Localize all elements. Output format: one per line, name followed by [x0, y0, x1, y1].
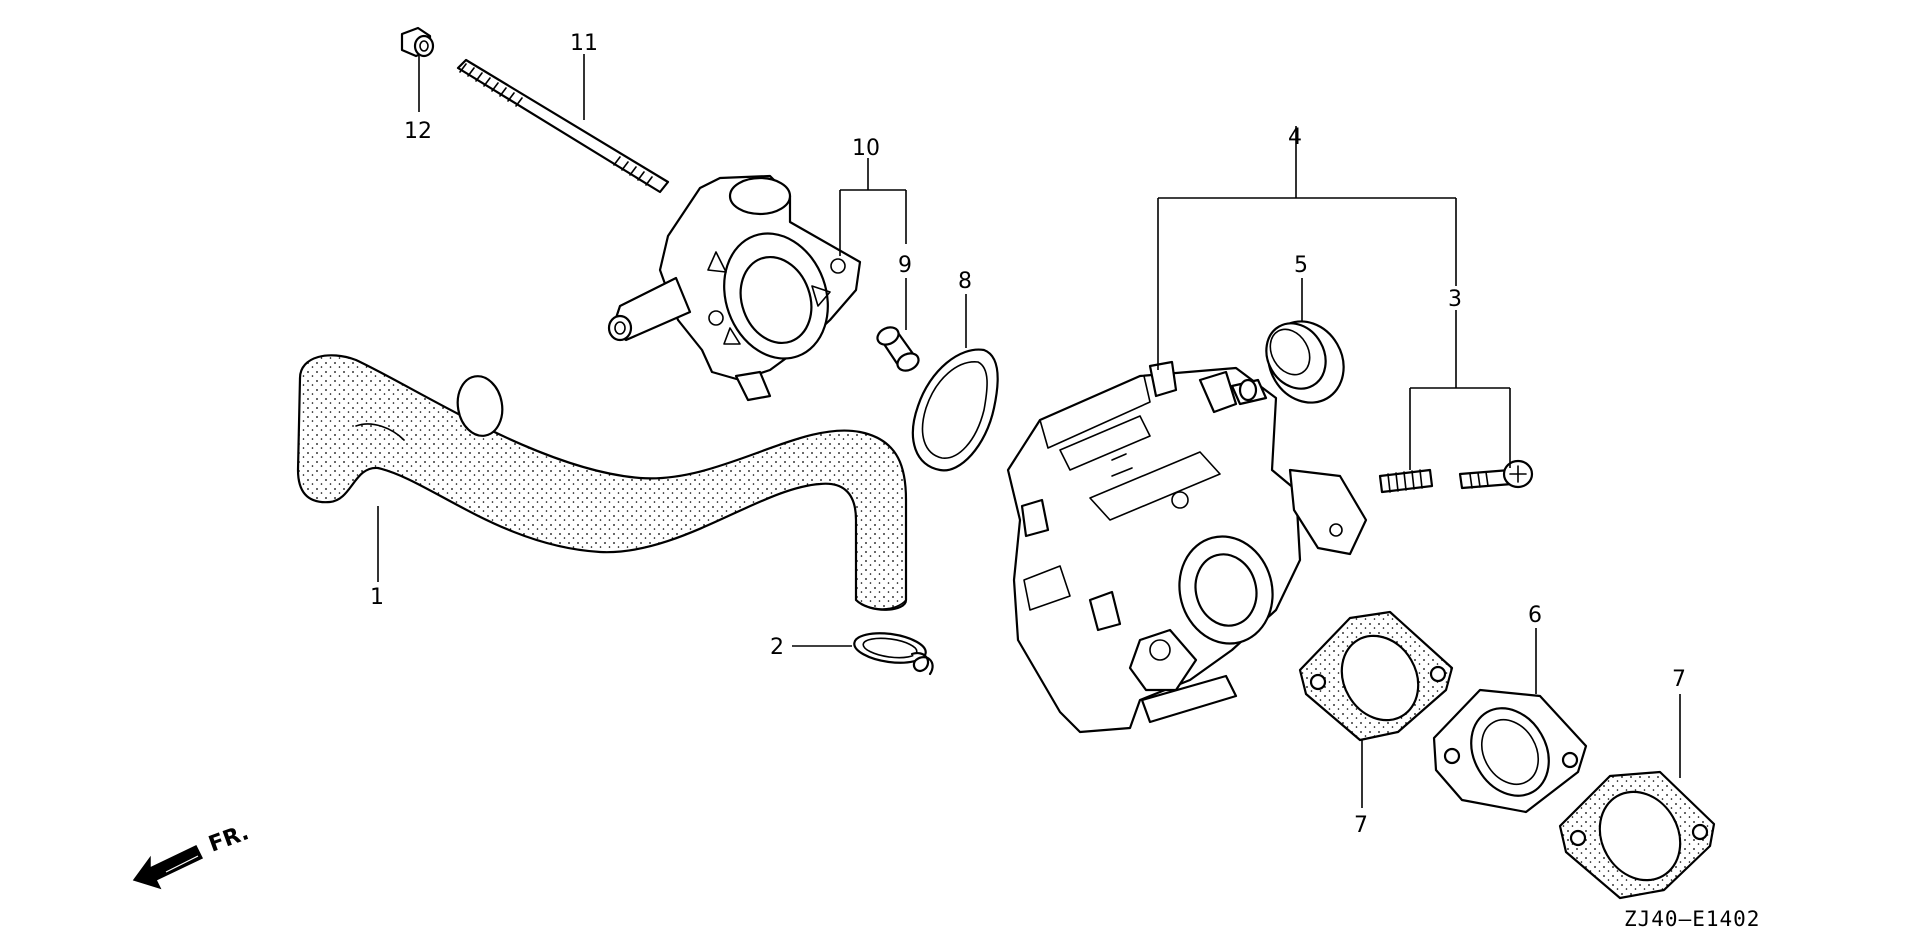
- outlet-gasket-part: [911, 348, 999, 472]
- callout-3: 3: [1448, 287, 1462, 312]
- front-direction-arrow: [132, 845, 205, 890]
- stud-bolt-part: [456, 58, 670, 194]
- insulator-part: [1432, 688, 1588, 814]
- callout-8: 8: [958, 269, 972, 294]
- direction-label: FR.: [206, 820, 253, 857]
- leader-lines: [377, 54, 1681, 808]
- callout-6: 6: [1528, 603, 1542, 628]
- callout-9: 9: [898, 253, 912, 278]
- water-hose-part: [296, 354, 908, 611]
- insulator-gasket-part-b: [1558, 770, 1716, 900]
- callout-2: 2: [770, 635, 784, 660]
- carburetor-part: [1006, 360, 1368, 734]
- flange-nut-part: [400, 26, 435, 58]
- callout-4: 4: [1288, 125, 1302, 150]
- insulator-gasket-part-a: [1298, 610, 1454, 742]
- diagram-code: ZJ40—E1402: [1624, 907, 1760, 931]
- hose-clip-part: [853, 632, 934, 676]
- callout-12: 12: [404, 119, 432, 144]
- callout-5: 5: [1294, 253, 1308, 278]
- spring-part: [1378, 468, 1434, 494]
- throttle-screw-part: [1458, 459, 1534, 490]
- seal-ring-part: [1265, 320, 1345, 404]
- callout-7-first: 7: [1354, 813, 1368, 838]
- callout-11: 11: [570, 31, 598, 56]
- callout-7-second: 7: [1672, 667, 1686, 692]
- water-outlet-part: [607, 174, 862, 402]
- callout-10: 10: [852, 136, 880, 161]
- callout-1: 1: [370, 585, 384, 610]
- collar-part: [876, 326, 920, 372]
